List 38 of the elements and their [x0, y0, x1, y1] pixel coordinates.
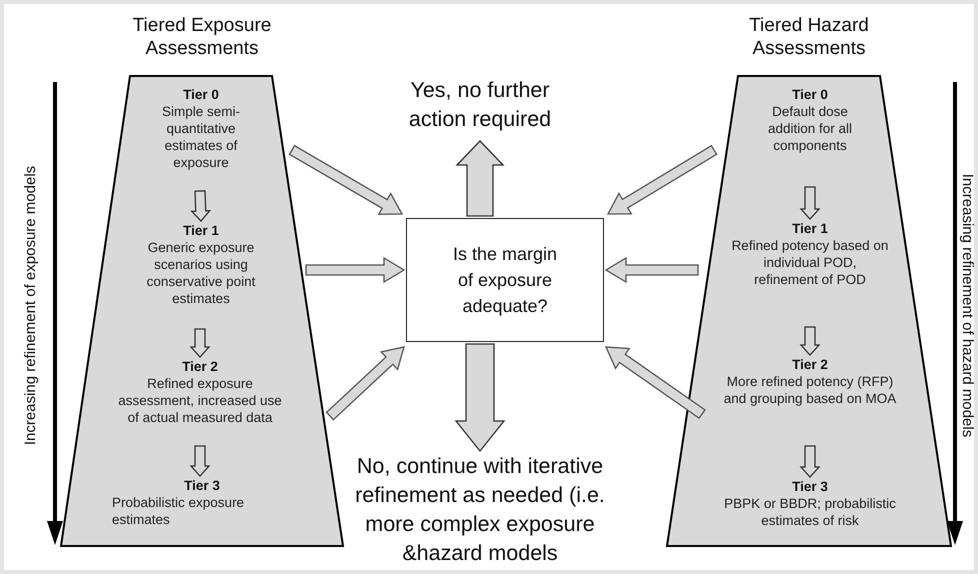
block-arrow — [604, 256, 699, 284]
block-arrow — [190, 445, 210, 477]
tier-heading: Tier 1 — [791, 220, 829, 237]
tier-description: Default dose addition for all components — [766, 103, 854, 154]
tier-description: PBPK or BBDR; probabilistic estimates of risk — [723, 495, 897, 529]
tier-heading: Tier 2 — [181, 358, 219, 375]
block-arrow — [800, 326, 820, 356]
block-arrow — [606, 144, 718, 215]
decision-box — [406, 218, 604, 342]
tier-heading: Tier 0 — [182, 86, 220, 103]
axis-label: Increasing refinement of hazard models — [958, 173, 976, 437]
tier-description: Refined potency based on individual POD, refinement of POD — [730, 237, 890, 288]
column-heading: Tiered Exposure Assessments — [132, 14, 272, 60]
question-text: Is the margin of exposure adequate? — [452, 243, 558, 318]
block-arrow — [800, 445, 820, 478]
tier-heading: Tier 3 — [791, 478, 829, 495]
tier-heading: Tier 3 — [183, 477, 221, 494]
tier-heading: Tier 1 — [182, 222, 220, 239]
block-arrow — [305, 256, 406, 284]
block-arrow — [800, 186, 820, 220]
block-arrow — [454, 343, 506, 452]
tier-heading: Tier 2 — [791, 356, 829, 373]
tier-description: Refined exposure assessment, increased use of actual measured data — [117, 375, 283, 426]
axis-label: Increasing refinement of exposure models — [22, 165, 39, 445]
outcome-text: No, continue with iterative refinement as needed (i.e. more complex exposure &hazard models — [354, 453, 606, 567]
tier-description: Probabilistic exposure estimates — [112, 494, 246, 528]
block-arrow — [190, 328, 210, 358]
column-heading: Tiered Hazard Assessments — [748, 14, 870, 60]
block-arrow — [190, 190, 212, 222]
tier-heading: Tier 0 — [791, 86, 829, 103]
outcome-text: Yes, no further action required — [408, 77, 552, 133]
block-arrow — [288, 144, 404, 215]
block-arrow — [455, 140, 505, 217]
block-arrow — [604, 346, 706, 419]
block-arrow — [326, 346, 405, 421]
tier-description: Generic exposure scenarios using conservative point estimates — [146, 239, 256, 307]
tier-description: Simple semi-quantitative estimates of exposure — [160, 103, 241, 171]
tier-description: More refined potency (RFP) and grouping based on MOA — [722, 373, 898, 407]
